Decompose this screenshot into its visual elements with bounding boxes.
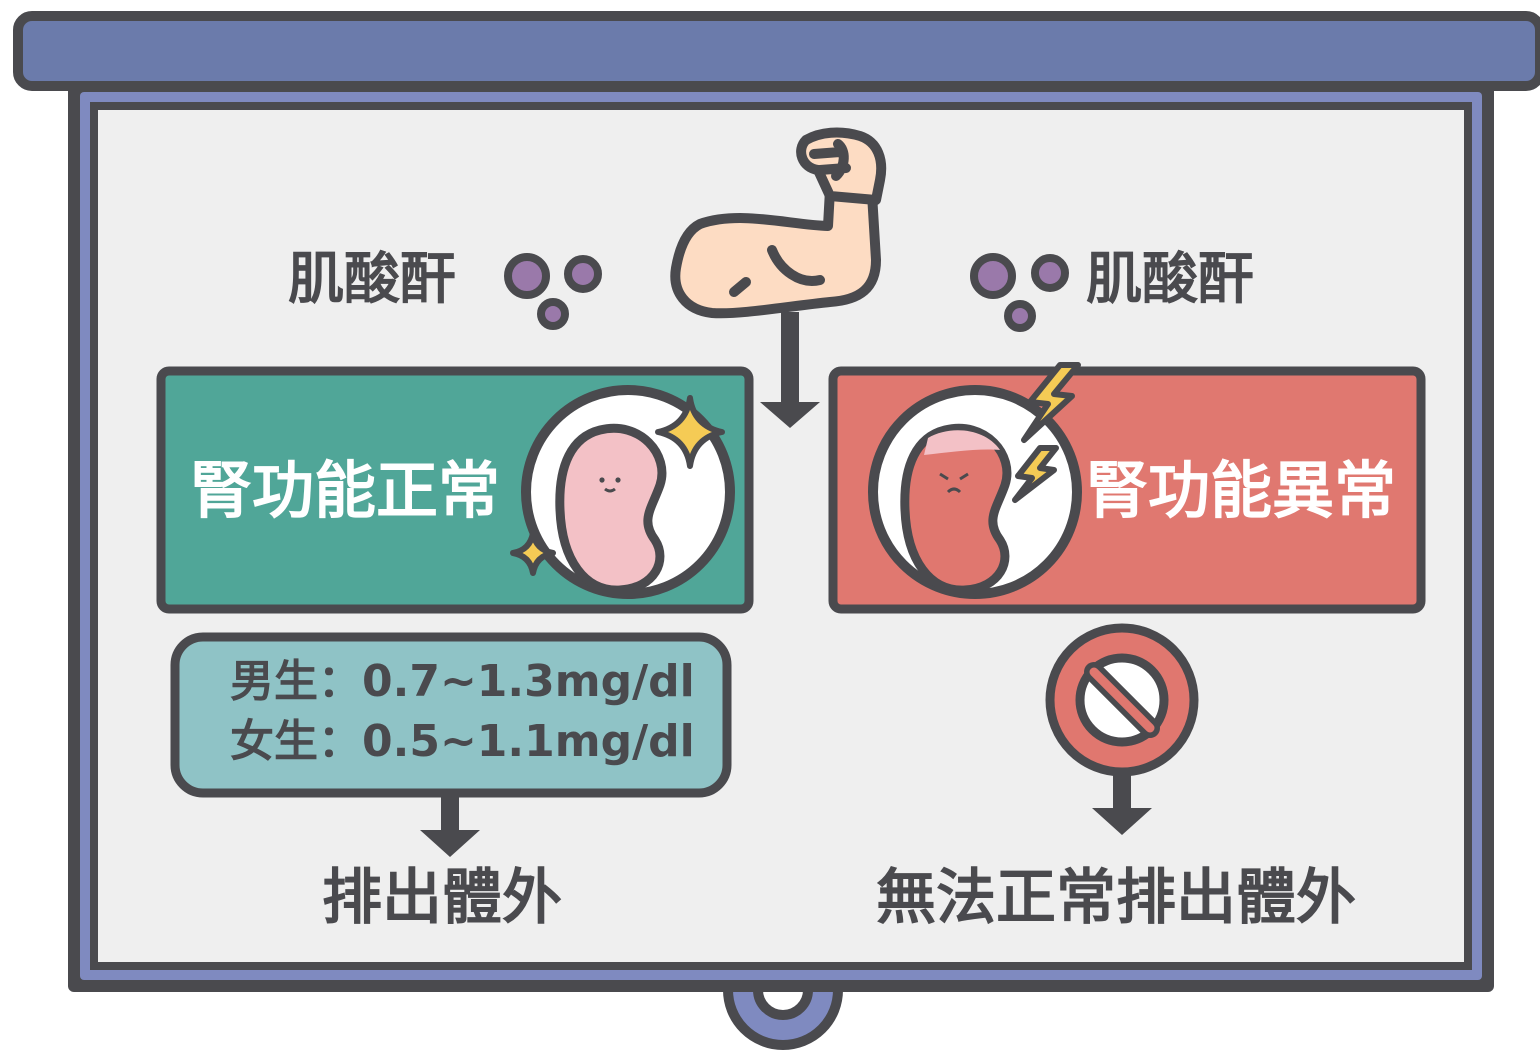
lightning-icon xyxy=(1012,362,1081,503)
range-female: 女生：0.5~1.1mg/dl xyxy=(230,716,695,767)
arrow-down-right-icon xyxy=(1092,772,1152,835)
abnormal-kidney-label: 腎功能異常 xyxy=(1086,454,1397,527)
creatinine-label-right: 肌酸酐 xyxy=(1086,247,1254,312)
normal-kidney-label: 腎功能正常 xyxy=(190,454,501,527)
sad-kidney-icon xyxy=(868,385,1082,599)
sparkle-icon xyxy=(510,395,725,576)
excreted-label: 排出體外 xyxy=(322,863,562,933)
particles-left-icon xyxy=(504,253,602,330)
creatinine-label-left: 肌酸酐 xyxy=(288,247,456,312)
particles-right-icon xyxy=(970,253,1069,332)
no-entry-icon xyxy=(1045,623,1199,777)
range-male: 男生：0.7~1.3mg/dl xyxy=(230,656,695,707)
flexed-arm-icon xyxy=(670,127,887,319)
arrow-down-center-icon xyxy=(760,312,820,428)
not-excreted-label: 無法正常排出體外 xyxy=(876,863,1356,933)
arrow-down-left-icon xyxy=(420,793,480,857)
screen-roller xyxy=(13,11,1540,91)
